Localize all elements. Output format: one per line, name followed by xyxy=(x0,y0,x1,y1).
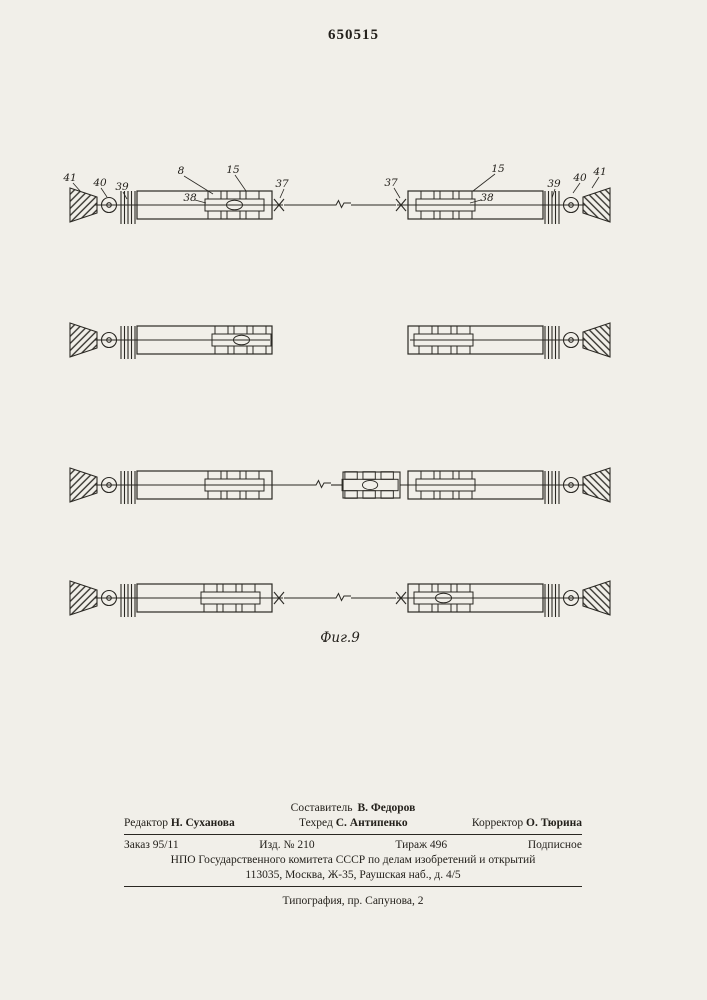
cone-roller-spring-left xyxy=(69,322,136,360)
callout-38-right: 38 xyxy=(480,192,494,204)
row1-right-assembly xyxy=(395,187,611,225)
committee-address-line1: НПО Государственного комитета СССР по де… xyxy=(170,853,536,866)
figure-row-4 xyxy=(69,580,611,618)
techred-name: С. Антипенко xyxy=(335,816,408,829)
cone-roller-spring-right xyxy=(544,580,611,618)
row4-left-assembly xyxy=(69,580,285,618)
cone-roller-spring-left xyxy=(69,467,136,505)
callout-39-right: 39 xyxy=(547,178,561,190)
cone-roller-spring-left xyxy=(69,580,136,618)
callout-39-left: 39 xyxy=(115,181,129,193)
row3-left-assembly xyxy=(69,467,343,505)
row4-center-shaft xyxy=(284,592,396,602)
footer-rule-bottom xyxy=(124,885,582,887)
print-run: Тираж 496 xyxy=(395,838,448,851)
callout-38-left: 38 xyxy=(183,192,197,204)
typography-line: Типография, пр. Сапунова, 2 xyxy=(282,894,424,907)
shaft-break-mark xyxy=(329,199,352,209)
row1-left-assembly xyxy=(69,187,285,225)
techred-credit: Техред С. Антипенко xyxy=(299,816,408,831)
editor-name: Н. Суханова xyxy=(170,816,235,829)
callout-labels: 41 40 39 8 15 38 37 37 15 38 39 40 41 xyxy=(62,163,606,204)
cone-roller-spring-left xyxy=(69,187,136,225)
order-line: Заказ 95/11 Изд. № 210 Тираж 496 Подписн… xyxy=(124,838,582,853)
corrector-credit: Корректор О. Тюрина xyxy=(472,816,582,831)
row3-right-assembly xyxy=(400,467,611,505)
editor-credit: Редактор Н. Суханова xyxy=(124,816,235,831)
callout-40-left: 40 xyxy=(92,177,107,189)
callout-40-right: 40 xyxy=(572,172,587,184)
footer-rule-top xyxy=(124,833,582,835)
compiler-name: В. Федоров xyxy=(357,802,416,814)
shaft-break-mark xyxy=(309,479,332,489)
callout-41-right: 41 xyxy=(592,166,606,178)
figure-caption: Фиг.9 xyxy=(320,630,360,646)
imprint-block: Составитель В. Федоров Редактор Н. Сухано… xyxy=(124,801,582,909)
figure-row-3 xyxy=(69,467,611,505)
compiler-line: Составитель В. Федоров xyxy=(124,801,582,816)
callout-41-left: 41 xyxy=(62,172,76,184)
order-number: Заказ 95/11 xyxy=(124,838,179,851)
row4-right-assembly xyxy=(395,580,611,618)
center-clutch-blocks xyxy=(342,472,398,499)
edition-number: Изд. № 210 xyxy=(259,838,315,851)
row1-center-shaft xyxy=(284,199,396,209)
committee-address-line2: 113035, Москва, Ж-35, Раушская наб., д. … xyxy=(245,868,461,881)
credits-line: Редактор Н. Суханова Техред С. Антипенко… xyxy=(124,816,582,831)
callout-8-left: 8 xyxy=(178,165,185,177)
shaft-break-mark xyxy=(329,592,352,602)
callout-37-left: 37 xyxy=(275,178,289,190)
callout-15-right: 15 xyxy=(491,163,505,175)
cone-roller-spring-right xyxy=(544,187,611,225)
subscription-note: Подписное xyxy=(527,838,582,851)
patent-number: 650515 xyxy=(328,27,379,43)
cone-roller-spring-right xyxy=(544,322,611,360)
row2-left-assembly xyxy=(69,322,273,360)
row3-center-coupler xyxy=(342,472,401,499)
callout-37-right: 37 xyxy=(384,177,398,189)
figure-row-2 xyxy=(69,322,611,360)
row2-right-assembly xyxy=(407,322,611,360)
figure-row-1: 41 40 39 8 15 38 37 37 15 38 39 40 41 xyxy=(62,163,611,225)
techred-label: Техред xyxy=(299,816,333,829)
corrector-name: О. Тюрина xyxy=(526,816,582,829)
compiler-label: Составитель xyxy=(290,802,353,814)
figure-9-drawing: 41 40 39 8 15 38 37 37 15 38 39 40 41 xyxy=(62,163,611,646)
cone-roller-spring-right xyxy=(544,467,611,505)
callout-15-left: 15 xyxy=(226,164,240,176)
editor-label: Редактор xyxy=(124,816,168,829)
callout-leaders xyxy=(72,173,600,204)
corrector-label: Корректор xyxy=(471,816,524,829)
